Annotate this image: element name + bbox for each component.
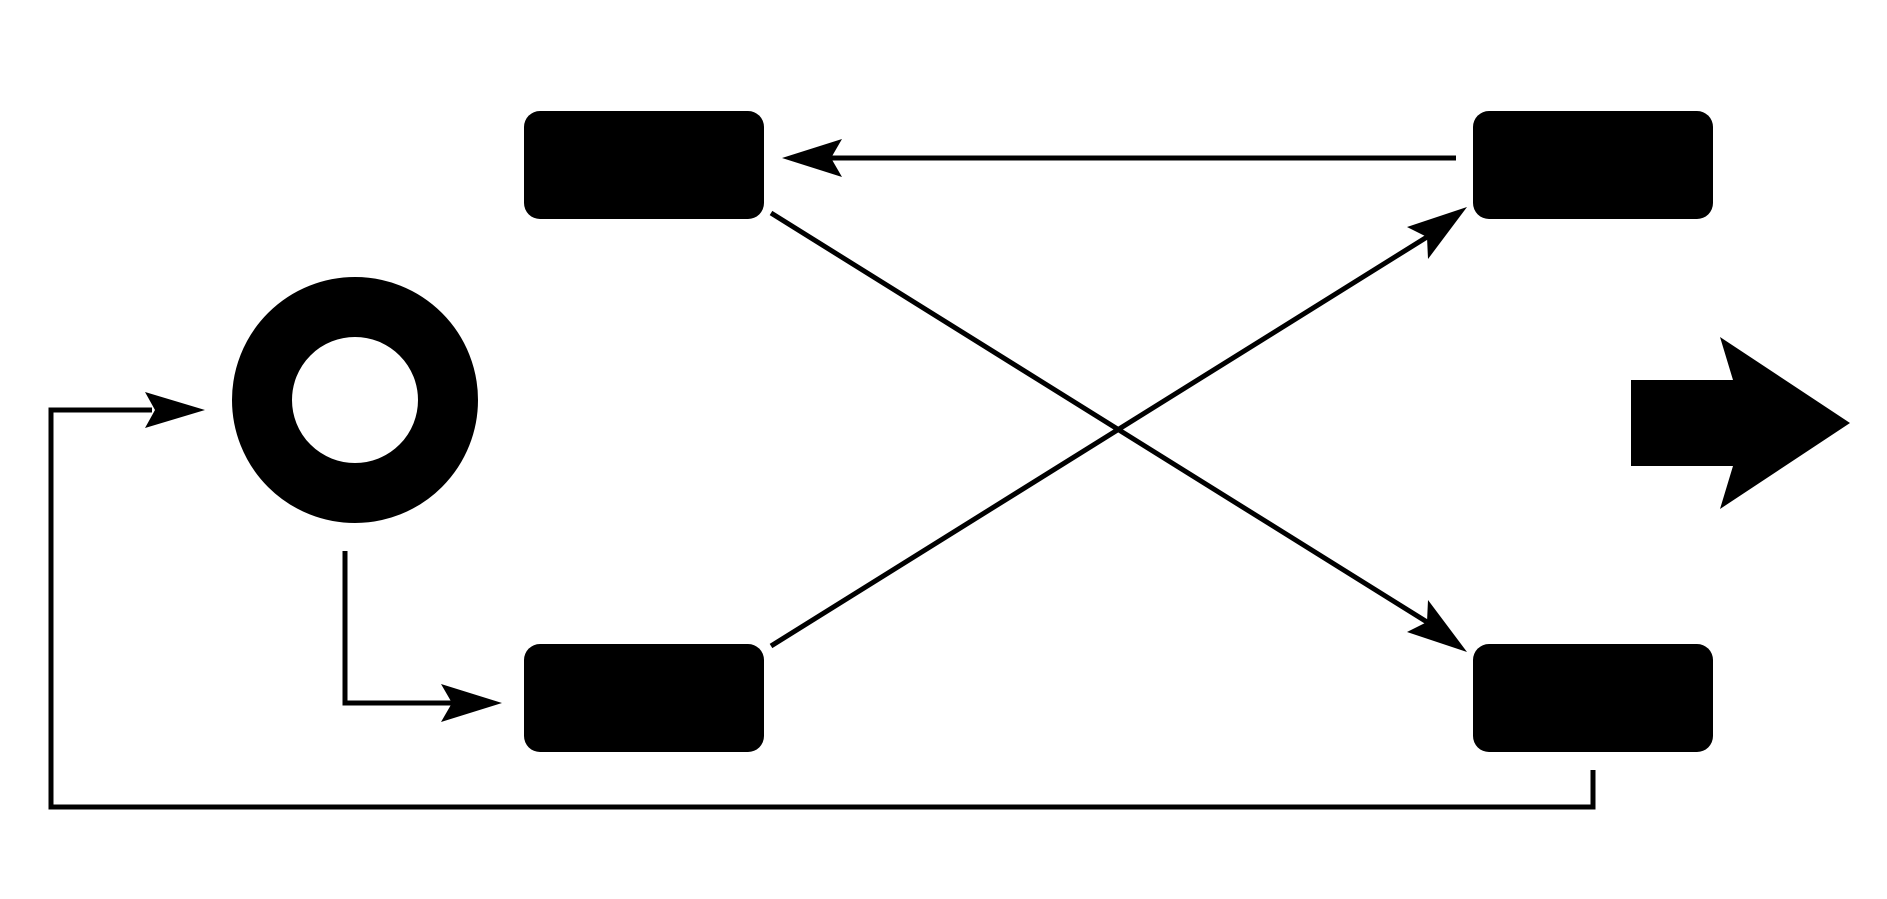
edge-top-left-to-bottom-right-arrowhead	[1407, 600, 1467, 652]
edge-start-to-bottom-left-arrowhead	[441, 684, 502, 722]
edge-bottom-right-to-start-arrowhead	[145, 392, 205, 428]
edge-top-left-to-bottom-right	[769, 210, 1429, 625]
edge-bottom-left-to-top-right	[769, 234, 1429, 649]
bottom-right-box[interactable]	[1473, 644, 1713, 752]
edge-bottom-right-to-start	[48, 407, 1596, 810]
edge-start-to-bottom-left	[342, 551, 452, 706]
bottom-left-box[interactable]	[524, 644, 764, 752]
start-node[interactable]	[232, 277, 478, 523]
edge-bottom-left-to-top-right-arrowhead	[1407, 207, 1467, 259]
edge-top-right-to-top-left-arrowhead	[782, 139, 842, 177]
top-left-box[interactable]	[524, 111, 764, 219]
exit-arrow[interactable]	[1631, 337, 1850, 509]
top-right-box[interactable]	[1473, 111, 1713, 219]
